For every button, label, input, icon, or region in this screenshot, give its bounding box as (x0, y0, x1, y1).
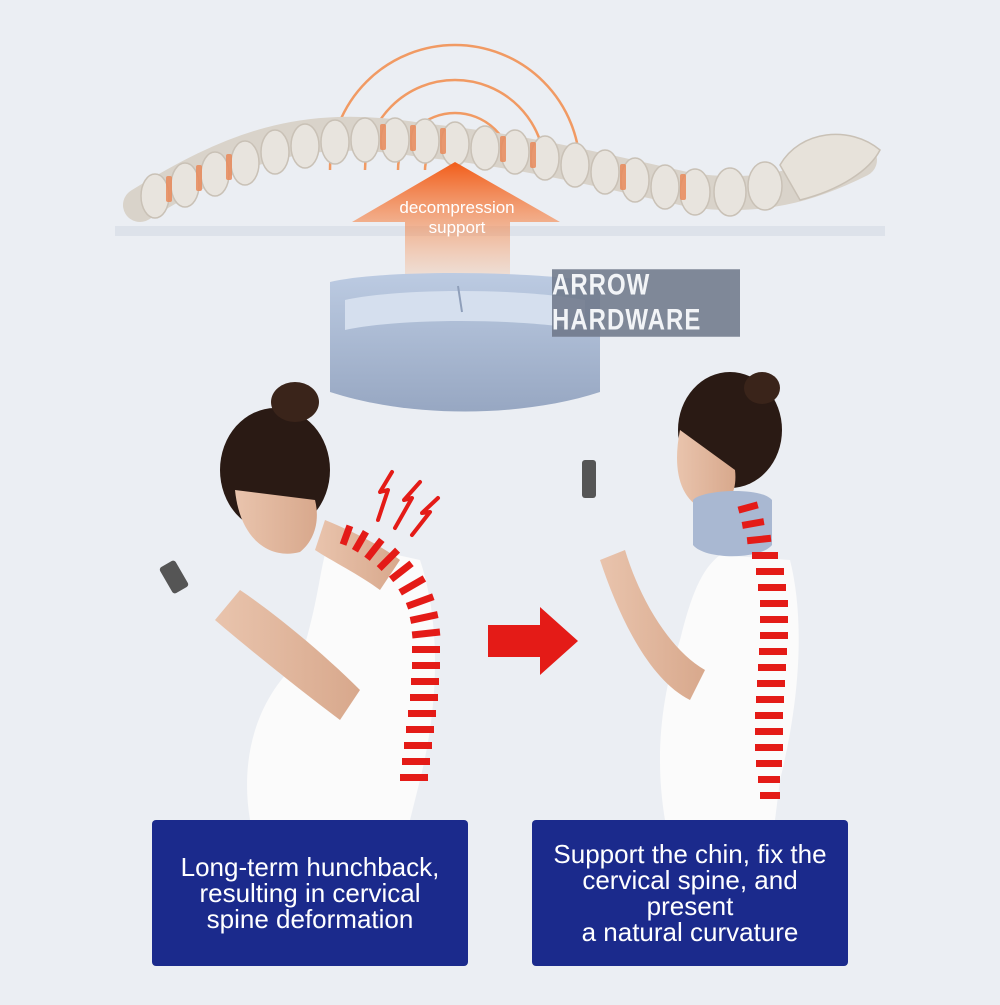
caption-line: Long-term hunchback, (180, 852, 440, 882)
decompression-arrow (352, 162, 560, 278)
caption-line: resulting in cervical (199, 878, 421, 908)
caption-line: a natural curvature (581, 917, 799, 947)
arrow-label-line1: decompression (399, 198, 515, 217)
right-arrow-icon (488, 607, 578, 675)
watermark: ARROW HARDWARE (552, 268, 740, 337)
cervical-collar-icon (330, 273, 600, 412)
curved-spine-marker (339, 524, 441, 781)
spine-icon (123, 116, 881, 222)
hunched-woman (159, 382, 435, 820)
arrow-label-line2: support (428, 218, 486, 237)
upright-woman (582, 372, 799, 820)
straight-spine-marker (737, 501, 788, 799)
caption-line: spine deformation (206, 904, 414, 934)
caption-box-before: Long-term hunchback, resulting in cervic… (152, 820, 468, 966)
caption-box-after: Support the chin, fix the cervical spine… (532, 820, 848, 966)
caption-line: cervical spine, and present (582, 865, 798, 921)
caption-line: Support the chin, fix the (553, 839, 827, 869)
decompression-label: decompression support (362, 198, 552, 238)
pain-zigzag-icon (376, 470, 440, 537)
